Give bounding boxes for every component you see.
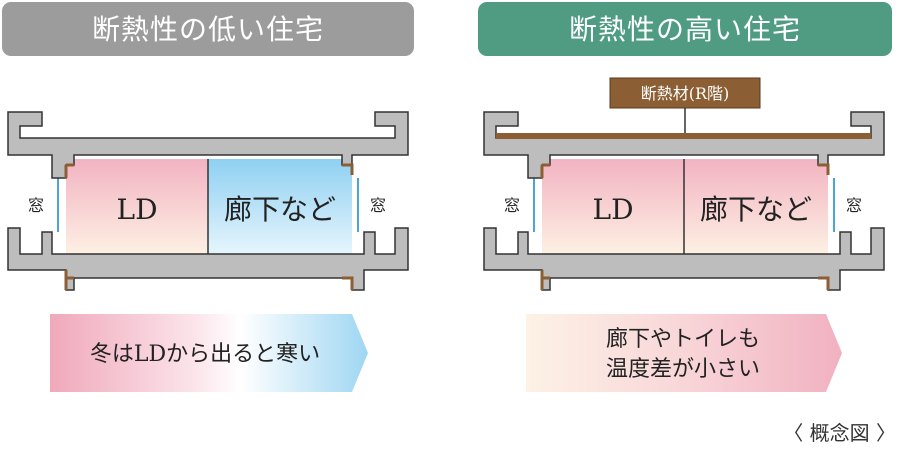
- insulation-label: 断熱材(R階): [641, 84, 730, 103]
- right-caption-line1: 廊下やトイレも: [606, 327, 760, 352]
- right-trim-top-left: [540, 163, 550, 178]
- left-room-ld-label: LD: [116, 193, 157, 226]
- left-caption-text: 冬はLDから出ると寒い: [90, 342, 320, 367]
- right-room-ld-label: LD: [592, 193, 633, 226]
- right-trim-bottom-right: [818, 276, 830, 290]
- left-header-bar: [2, 2, 414, 56]
- right-room-hall-label: 廊下など: [700, 193, 812, 226]
- roof-insulation: [496, 133, 871, 139]
- right-room-hall: [684, 159, 828, 254]
- left-room-hall: [208, 159, 352, 254]
- left-window-label-left: 窓: [28, 196, 44, 215]
- left-room-hall-label: 廊下など: [224, 193, 336, 226]
- right-trim-bottom-left: [540, 270, 550, 290]
- right-lower-wall: [483, 227, 885, 291]
- left-trim-top-left: [64, 163, 74, 178]
- right-caption-arrow: [526, 314, 842, 392]
- left-trim-bottom-right: [342, 276, 354, 290]
- footnote: 〈 概念図 〉: [783, 421, 896, 445]
- left-window-label-right: 窓: [370, 196, 386, 215]
- insulation-label-box: [609, 77, 761, 109]
- right-room-ld: [542, 159, 684, 254]
- right-header-bar: [478, 2, 892, 56]
- left-lower-wall: [7, 227, 409, 291]
- left-trim-top-right: [342, 163, 354, 175]
- right-window-label-left: 窓: [504, 196, 520, 215]
- left-upper-wall: [7, 111, 409, 179]
- right-header-title: 断熱性の高い住宅: [569, 13, 801, 46]
- left-header-title: 断熱性の低い住宅: [92, 13, 324, 46]
- right-trim-top-right: [818, 163, 830, 175]
- left-room-ld: [66, 159, 208, 254]
- left-trim-bottom-left: [64, 270, 74, 290]
- right-window-label-right: 窓: [846, 196, 862, 215]
- left-caption-arrow: [50, 314, 368, 392]
- right-panel: 断熱性の高い住宅 断熱材(R階) 窓 窓 LD 廊下など 廊下やトイレも 温度差…: [478, 2, 892, 392]
- right-caption-line2: 温度差が小さい: [606, 357, 760, 382]
- left-panel: 断熱性の低い住宅 窓 窓 LD 廊下など 冬はLDから出ると寒い: [2, 2, 414, 392]
